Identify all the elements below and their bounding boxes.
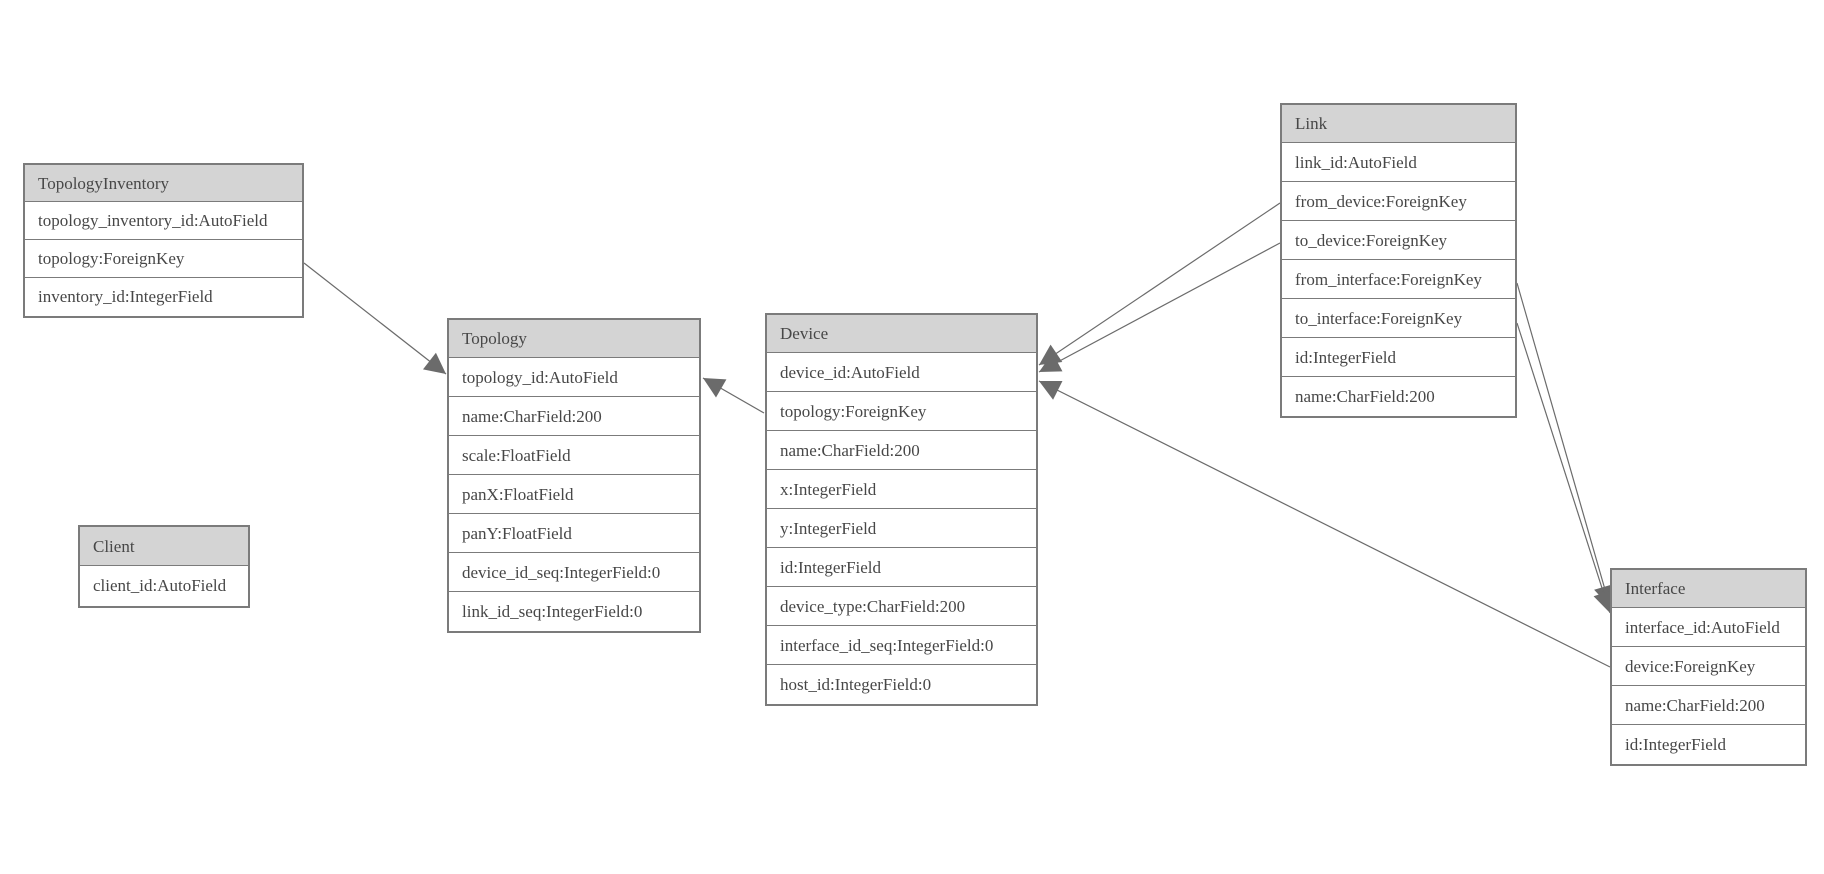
field-y: y:IntegerField	[767, 509, 1036, 548]
field-device: device:ForeignKey	[1612, 647, 1805, 686]
field-x: x:IntegerField	[767, 470, 1036, 509]
arrowhead-icon	[422, 352, 446, 374]
entity-title-topology: Topology	[449, 320, 699, 358]
field-interface-id: interface_id:AutoField	[1612, 608, 1805, 647]
entity-title-topologyinventory: TopologyInventory	[25, 165, 302, 202]
arrowhead-icon	[1039, 381, 1063, 400]
field-link-id-seq: link_id_seq:IntegerField:0	[449, 592, 699, 631]
entity-title-interface: Interface	[1612, 570, 1805, 608]
edge-topologyinventory-topology	[303, 262, 447, 375]
field-id: id:IntegerField	[767, 548, 1036, 587]
field-panY: panY:FloatField	[449, 514, 699, 553]
edge-link-from-interface	[1516, 282, 1615, 608]
field-to-device: to_device:ForeignKey	[1282, 221, 1515, 260]
edge-link-from-device	[1038, 202, 1281, 366]
field-scale: scale:FloatField	[449, 436, 699, 475]
edge-device-topology	[702, 377, 765, 414]
edge-link-to-device	[1038, 242, 1281, 373]
field-host-id: host_id:IntegerField:0	[767, 665, 1036, 704]
entity-title-client: Client	[80, 527, 248, 566]
field-device-type: device_type:CharField:200	[767, 587, 1036, 626]
field-name: name:CharField:200	[1612, 686, 1805, 725]
field-topology-inventory-id: topology_inventory_id:AutoField	[25, 202, 302, 240]
field-id: id:IntegerField	[1612, 725, 1805, 764]
field-panX: panX:FloatField	[449, 475, 699, 514]
field-to-interface: to_interface:ForeignKey	[1282, 299, 1515, 338]
arrowhead-icon	[703, 378, 727, 398]
entity-title-link: Link	[1282, 105, 1515, 143]
field-name: name:CharField:200	[449, 397, 699, 436]
entity-title-device: Device	[767, 315, 1036, 353]
field-id: id:IntegerField	[1282, 338, 1515, 377]
field-from-interface: from_interface:ForeignKey	[1282, 260, 1515, 299]
field-device-id: device_id:AutoField	[767, 353, 1036, 392]
arrowhead-icon	[1039, 352, 1063, 372]
field-name: name:CharField:200	[1282, 377, 1515, 416]
field-client-id: client_id:AutoField	[80, 566, 248, 606]
field-inventory-id: inventory_id:IntegerField	[25, 278, 302, 316]
field-topology-id: topology_id:AutoField	[449, 358, 699, 397]
edge-interface-device	[1038, 380, 1611, 668]
field-topology: topology:ForeignKey	[767, 392, 1036, 431]
field-name: name:CharField:200	[767, 431, 1036, 470]
field-link-id: link_id:AutoField	[1282, 143, 1515, 182]
arrowhead-icon	[1039, 344, 1063, 365]
field-from-device: from_device:ForeignKey	[1282, 182, 1515, 221]
field-device-id-seq: device_id_seq:IntegerField:0	[449, 553, 699, 592]
arrowhead-icon	[1593, 589, 1614, 613]
edge-link-to-interface	[1516, 322, 1614, 614]
field-topology: topology:ForeignKey	[25, 240, 302, 278]
field-interface-id-seq: interface_id_seq:IntegerField:0	[767, 626, 1036, 665]
